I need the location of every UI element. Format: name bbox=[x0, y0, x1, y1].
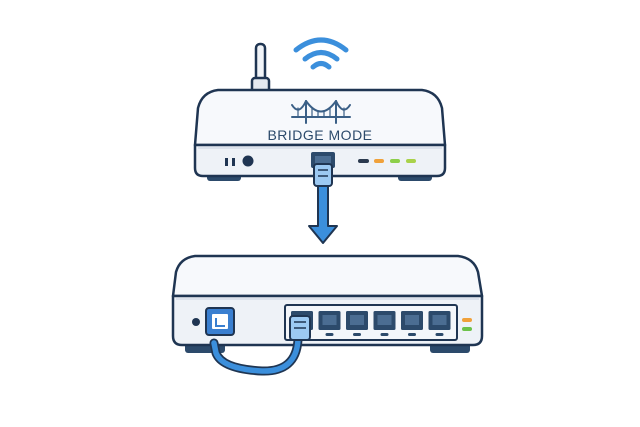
router-indicator-bar-2 bbox=[232, 158, 235, 166]
router-led-2 bbox=[374, 159, 384, 163]
router-led-3 bbox=[390, 159, 400, 163]
network-switch bbox=[171, 254, 484, 353]
switch-led-1 bbox=[462, 318, 472, 322]
router-status-leds bbox=[358, 159, 416, 163]
router-power-button[interactable] bbox=[242, 155, 254, 167]
switch-port-6 bbox=[428, 311, 451, 336]
switch-led-2 bbox=[462, 327, 472, 331]
router-mode-label: BRIDGE MODE bbox=[267, 127, 372, 143]
switch-status-leds bbox=[462, 318, 472, 331]
switch-port-3 bbox=[346, 311, 368, 336]
router-led-1 bbox=[358, 159, 369, 163]
router: BRIDGE MODE bbox=[193, 88, 447, 181]
loop-cable bbox=[209, 315, 311, 376]
switch-port-2 bbox=[318, 311, 341, 336]
router-antenna bbox=[250, 42, 271, 94]
bridge-icon bbox=[291, 100, 351, 124]
uplink-cable bbox=[313, 163, 333, 187]
switch-port-5 bbox=[401, 311, 423, 336]
switch-uplink-icon bbox=[205, 307, 235, 336]
arrow-down-icon bbox=[308, 185, 338, 244]
switch-port-4 bbox=[373, 311, 396, 336]
router-indicator-bar-1 bbox=[225, 158, 228, 166]
router-led-4 bbox=[406, 159, 416, 163]
wifi-signal-icon bbox=[293, 37, 349, 70]
switch-power-button[interactable] bbox=[192, 318, 200, 326]
